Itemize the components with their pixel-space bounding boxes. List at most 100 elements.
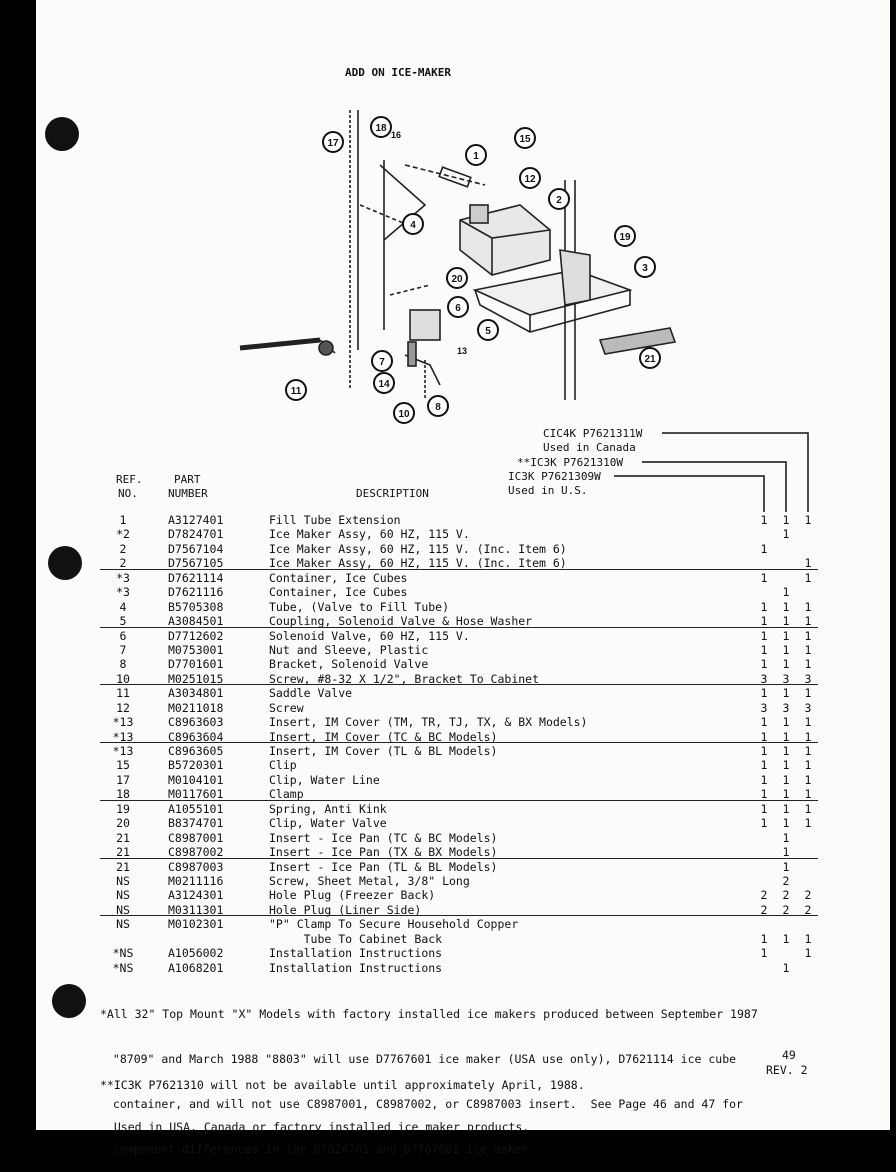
description-cell: Container, Ice Cubes (269, 570, 408, 585)
qty-ic3k-310-cell: 1 (782, 845, 790, 860)
footnote-double-star: **IC3K P7621310 will not be available un… (100, 1050, 585, 1148)
model-note-canada: Used in Canada (543, 441, 636, 454)
qty-cic4k-cell: 1 (804, 686, 812, 701)
callout-17: 17 (327, 138, 339, 149)
callout-5: 5 (485, 326, 491, 337)
qty-ic3k-309-cell: 1 (760, 931, 768, 946)
description-cell: Insert - Ice Pan (TC & BC Models) (269, 830, 498, 845)
col-part-line2: NUMBER (168, 487, 208, 500)
ref-cell: 21 (116, 845, 130, 860)
callout-13: 13 (457, 346, 467, 356)
qty-ic3k-309-cell: 1 (760, 946, 768, 961)
ref-cell: 17 (116, 772, 130, 787)
footnote-line: **IC3K P7621310 will not be available un… (100, 1078, 585, 1092)
description-cell: Insert - Ice Pan (TL & BL Models) (269, 859, 498, 874)
description-cell: Clamp (269, 787, 304, 802)
ref-cell: 7 (119, 642, 127, 657)
binder-hole-top (45, 117, 79, 151)
description-cell: Insert, IM Cover (TL & BL Models) (269, 744, 498, 758)
ref-cell: 6 (119, 628, 127, 643)
qty-ic3k-310-cell: 1 (782, 657, 790, 672)
qty-ic3k-309-cell: 1 (760, 715, 768, 730)
description-cell: Insert, IM Cover (TC & BC Models) (269, 729, 498, 744)
part-number-cell: A3124301 (168, 888, 224, 903)
ref-cell: NS (116, 917, 130, 932)
ref-cell: 19 (116, 801, 130, 816)
qty-ic3k-309-cell: 3 (760, 700, 768, 715)
ref-cell: NS (116, 873, 130, 888)
qty-cic4k-cell: 1 (804, 642, 812, 657)
qty-cic4k-cell: 1 (804, 931, 812, 946)
qty-ic3k-310-cell: 2 (782, 902, 790, 917)
part-number-cell: D7621114 (168, 570, 224, 585)
description-cell: Hole Plug (Liner Side) (269, 902, 422, 917)
qty-cic4k-cell: 1 (804, 570, 812, 585)
part-number-cell: A1056002 (168, 946, 224, 961)
callout-18: 18 (375, 123, 387, 134)
revision-label: REV. 2 (766, 1063, 808, 1077)
binder-hole-bottom (52, 984, 86, 1018)
qty-ic3k-310-cell: 2 (782, 888, 790, 903)
qty-cic4k-cell: 1 (804, 946, 812, 961)
qty-ic3k-309-cell: 1 (760, 628, 768, 643)
ref-cell: *NS (112, 946, 134, 961)
qty-ic3k-309-cell: 2 (760, 902, 768, 917)
col-part-line1: PART (174, 473, 201, 486)
callout-3: 3 (642, 263, 648, 274)
qty-ic3k-310-cell: 1 (782, 787, 790, 802)
description-cell: Screw, #8-32 X 1/2", Bracket To Cabinet (269, 671, 540, 686)
qty-ic3k-310-cell: 1 (782, 801, 790, 816)
page-number: 49 (782, 1048, 796, 1062)
qty-ic3k-310-cell: 1 (782, 527, 790, 542)
qty-ic3k-310-cell: 1 (782, 960, 790, 975)
ref-cell: 20 (116, 816, 130, 831)
ref-cell: *13 (112, 744, 134, 758)
qty-ic3k-310-cell: 3 (782, 700, 790, 715)
qty-ic3k-310-cell: 3 (782, 671, 790, 686)
part-number-cell: M0117601 (168, 787, 224, 802)
model-note-us: Used in U.S. (508, 484, 588, 497)
col-description: DESCRIPTION (356, 487, 429, 500)
part-number-cell: A1068201 (168, 960, 224, 975)
part-number-cell: D7567104 (168, 541, 224, 556)
description-cell: Screw, Sheet Metal, 3/8" Long (269, 873, 470, 888)
part-number-cell: D7712602 (168, 628, 224, 643)
col-ref-line2: NO. (118, 487, 138, 500)
callout-2: 2 (556, 195, 562, 206)
part-number-cell: C8987003 (168, 859, 224, 874)
callout-16: 16 (391, 130, 401, 140)
qty-ic3k-310-cell: 1 (782, 758, 790, 773)
part-number-cell: M0102301 (168, 917, 224, 932)
qty-ic3k-310-cell: 1 (782, 729, 790, 744)
qty-ic3k-310-cell: 1 (782, 599, 790, 614)
callout-10: 10 (398, 409, 410, 420)
ref-cell: 8 (119, 657, 127, 672)
qty-ic3k-309-cell: 1 (760, 642, 768, 657)
qty-ic3k-310-cell: 1 (782, 513, 790, 527)
ref-cell: 10 (116, 671, 130, 686)
footnote-line: "8709" and March 1988 "8803" will use D7… (106, 1052, 737, 1066)
part-number-cell: D7824701 (168, 527, 224, 542)
ref-cell: *2 (116, 527, 130, 542)
description-cell: Container, Ice Cubes (269, 585, 408, 600)
exploded-parts-diagram: 17 18 1 15 12 2 4 19 3 20 6 5 7 14 10 8 … (239, 110, 677, 424)
part-number-cell: C8963603 (168, 715, 224, 730)
description-cell: Insert - Ice Pan (TX & BX Models) (269, 845, 498, 860)
model-header-cic4k: CIC4K P7621311W (543, 427, 643, 440)
ref-cell: NS (116, 888, 130, 903)
ref-cell: 2 (119, 556, 127, 571)
